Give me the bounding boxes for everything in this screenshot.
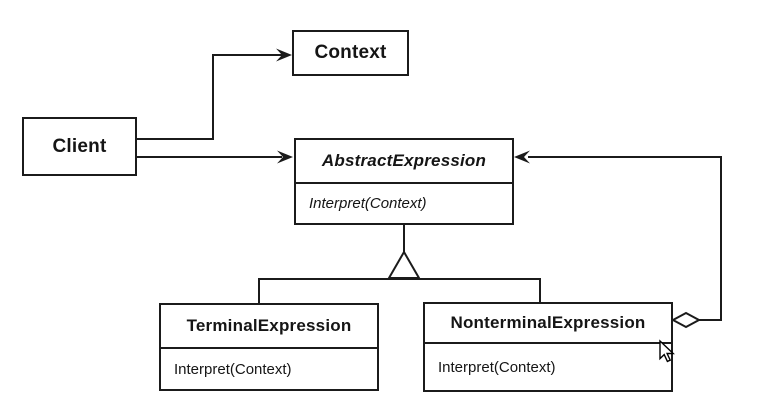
class-box-client: Client: [22, 117, 137, 176]
class-box-abstract-expression: AbstractExpression Interpret(Context): [294, 138, 514, 225]
client-to-context-line: [137, 54, 282, 140]
arrowhead-abstract-left-icon: [277, 150, 293, 164]
class-title-compartment: NonterminalExpression: [425, 304, 671, 344]
class-name-abstract-expression: AbstractExpression: [321, 151, 487, 170]
inheritance-triangle-icon: [387, 249, 421, 279]
class-name-context: Context: [314, 42, 387, 63]
class-box-terminal-expression: TerminalExpression Interpret(Context): [159, 303, 379, 391]
method-interpret-terminal: Interpret(Context): [174, 360, 292, 378]
class-title-compartment: AbstractExpression: [296, 140, 512, 184]
method-interpret-nonterminal: Interpret(Context): [438, 358, 556, 376]
aggregation-loop-line: [528, 156, 722, 321]
class-title-compartment: TerminalExpression: [161, 305, 377, 349]
class-method-compartment: Interpret(Context): [161, 349, 377, 389]
method-interpret-abstract: Interpret(Context): [309, 195, 427, 212]
class-method-compartment: Interpret(Context): [425, 344, 671, 390]
class-box-context: Context: [292, 30, 409, 76]
class-name-terminal-expression: TerminalExpression: [186, 316, 352, 335]
class-name-client: Client: [52, 135, 107, 157]
class-box-nonterminal-expression: NonterminalExpression Interpret(Context): [423, 302, 673, 392]
arrowhead-abstract-right-icon: [514, 150, 530, 164]
class-name-nonterminal-expression: NonterminalExpression: [450, 313, 646, 332]
aggregation-diamond-icon: [670, 311, 702, 329]
subclass-connector-line: [258, 278, 541, 304]
class-method-compartment: Interpret(Context): [296, 184, 512, 223]
arrowhead-context-icon: [276, 48, 292, 62]
